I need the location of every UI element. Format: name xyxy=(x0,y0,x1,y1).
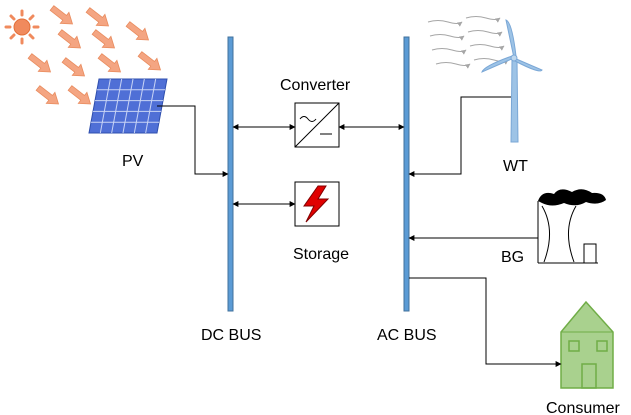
sun-ray-arrow xyxy=(85,7,110,27)
sun-ray-arrow xyxy=(125,21,150,41)
sun-ray-arrow xyxy=(137,51,162,71)
wind-flow-arrows xyxy=(427,16,509,69)
house-icon xyxy=(560,300,614,389)
sun-ray-arrow xyxy=(57,29,82,49)
biogas-plant-icon xyxy=(537,189,606,264)
sun-icon xyxy=(4,9,40,45)
wind-turbine-icon xyxy=(481,19,543,143)
wind-arrow xyxy=(429,34,465,41)
pv-label: PV xyxy=(122,153,144,170)
sun-ray-arrow xyxy=(49,5,74,25)
sun-ray-arrow xyxy=(67,85,92,105)
converter-icon xyxy=(294,102,340,148)
wind-arrow xyxy=(431,48,467,55)
wind-arrow xyxy=(465,16,501,23)
ac-bus-label: AC BUS xyxy=(377,327,437,344)
sun-ray-arrow xyxy=(35,85,60,105)
ac-bus xyxy=(403,36,410,312)
sun-ray-arrow xyxy=(27,53,52,73)
dc-bus-label: DC BUS xyxy=(201,327,261,344)
wind-arrow xyxy=(467,30,503,37)
converter-label: Converter xyxy=(280,77,351,94)
wind-arrow xyxy=(469,44,505,51)
wt-label: WT xyxy=(503,158,528,175)
ac-to-consumer-line xyxy=(409,277,562,367)
consumer-label: Consumer xyxy=(546,400,620,415)
sun-ray-arrow xyxy=(91,29,116,49)
storage-label: Storage xyxy=(293,246,349,263)
solar-panel-icon xyxy=(88,78,168,134)
wind-arrow xyxy=(427,20,463,27)
wind-arrow xyxy=(435,62,471,69)
dc-bus xyxy=(227,36,234,312)
sun-ray-arrow xyxy=(97,53,122,73)
bg-label: BG xyxy=(501,249,524,266)
sun-ray-arrow xyxy=(61,57,86,77)
battery-bolt-icon xyxy=(294,181,340,227)
wt-to-ac-line xyxy=(408,96,511,177)
pv-to-dc-line xyxy=(157,105,229,177)
